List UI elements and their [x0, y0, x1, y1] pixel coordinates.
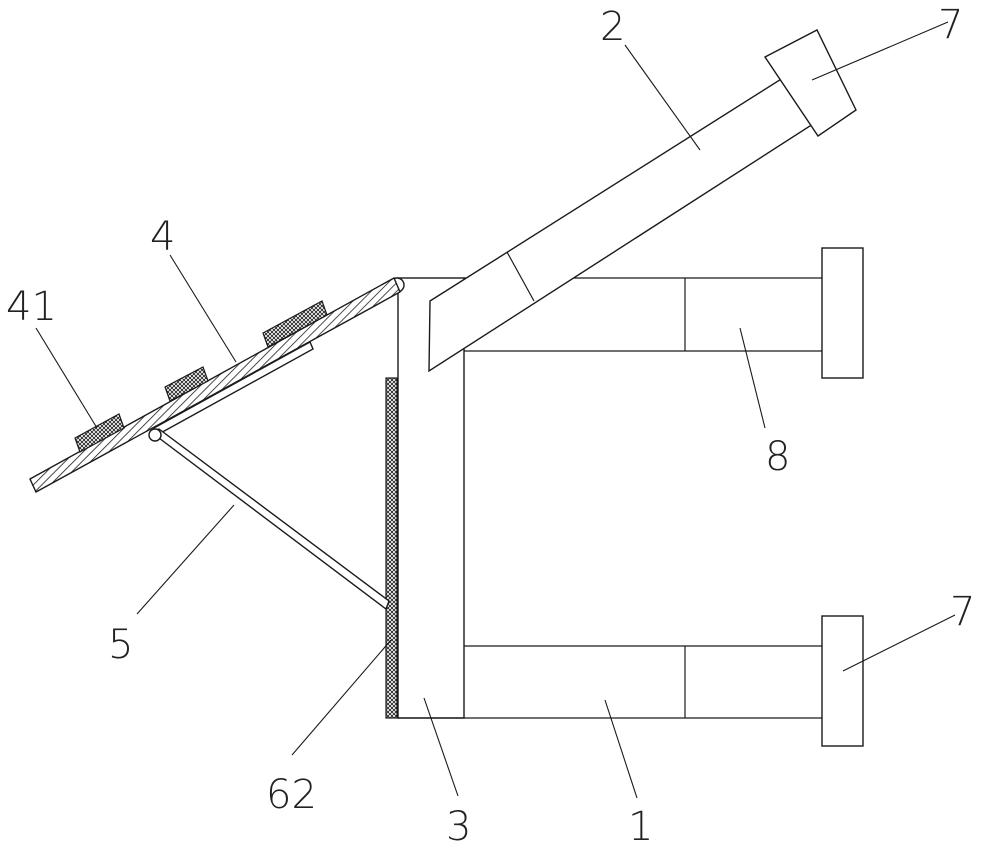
hatched-strip	[386, 378, 397, 718]
inclined-arm	[429, 30, 856, 371]
leader-7-top	[812, 22, 948, 80]
label-3: 3	[446, 804, 471, 849]
label-5: 5	[108, 622, 133, 668]
leader-4	[170, 255, 236, 362]
label-7-bottom: 7	[950, 589, 975, 635]
diagonal-brace	[149, 429, 389, 609]
label-2: 2	[600, 4, 625, 50]
leader-41	[36, 328, 97, 428]
lower-end-plate	[822, 616, 863, 746]
leader-62	[292, 640, 391, 755]
label-8: 8	[765, 434, 790, 480]
leader-8	[740, 328, 765, 428]
inclined-arm-body	[429, 64, 827, 371]
label-41: 41	[6, 284, 57, 330]
brace-hinge-pin	[149, 429, 161, 441]
label-4: 4	[150, 214, 175, 260]
label-1: 1	[628, 804, 653, 849]
brace-body	[151, 429, 389, 609]
upper-end-plate	[822, 248, 863, 378]
leader-5	[137, 505, 234, 614]
label-7-top: 7	[938, 2, 963, 48]
leader-1	[605, 700, 637, 798]
lower-beam	[398, 616, 863, 746]
label-62: 62	[266, 772, 317, 818]
inclined-panel	[30, 278, 400, 492]
leader-2	[625, 45, 700, 150]
panel-board	[30, 278, 400, 492]
